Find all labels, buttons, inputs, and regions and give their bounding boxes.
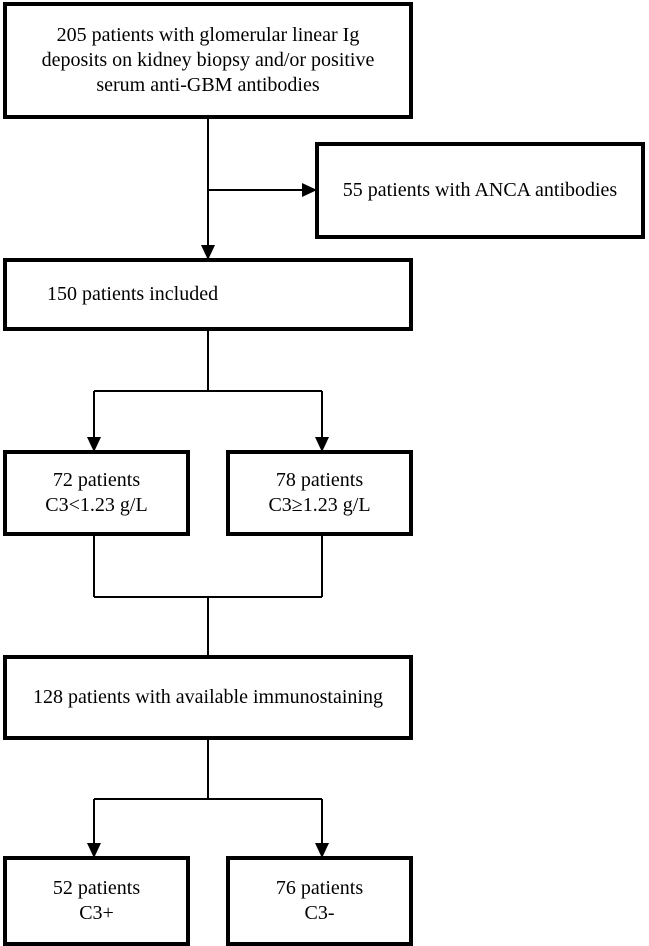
box-immunostaining: 128 patients with available immunostaini… (3, 655, 413, 740)
box-initial-cohort-line-3: serum anti-GBM antibodies (96, 74, 320, 96)
arrowhead-low-c3 (87, 437, 101, 452)
box-c3-negative: 76 patients C3- (226, 856, 413, 946)
arrowhead-high-c3 (315, 437, 329, 452)
box-c3-positive: 52 patients C3+ (3, 856, 190, 946)
box-c3-positive-line-1: 52 patients (52, 877, 141, 899)
box-anca-excluded-line-1: 55 patients with ANCA antibodies (342, 179, 618, 201)
box-initial-cohort-line-2: deposits on kidney biopsy and/or positiv… (41, 49, 375, 71)
arrowhead-c3-pos (87, 843, 101, 858)
box-c3-negative-line-2: C3- (304, 902, 335, 924)
box-high-c3-line-1: 78 patients (275, 469, 364, 491)
box-anca-excluded: 55 patients with ANCA antibodies (315, 142, 645, 239)
box-low-c3-line-2: C3<1.23 g/L (45, 494, 148, 516)
box-high-c3-line-2: C3≥1.23 g/L (268, 494, 371, 516)
box-low-c3-line-1: 72 patients (52, 469, 141, 491)
box-high-c3: 78 patients C3≥1.23 g/L (226, 450, 413, 536)
arrowhead-included (201, 245, 215, 260)
box-c3-negative-line-1: 76 patients (275, 877, 364, 899)
box-c3-positive-line-2: C3+ (79, 902, 114, 924)
box-low-c3: 72 patients C3<1.23 g/L (3, 450, 190, 536)
box-included-line-1: 150 patients included (47, 283, 219, 305)
arrowhead-anca (302, 183, 317, 197)
box-included: 150 patients included (3, 258, 413, 331)
box-initial-cohort-line-1: 205 patients with glomerular linear Ig (56, 24, 360, 46)
box-initial-cohort: 205 patients with glomerular linear Ig d… (3, 2, 413, 119)
arrowhead-c3-neg (315, 843, 329, 858)
box-immunostaining-line-1: 128 patients with available immunostaini… (33, 686, 383, 708)
